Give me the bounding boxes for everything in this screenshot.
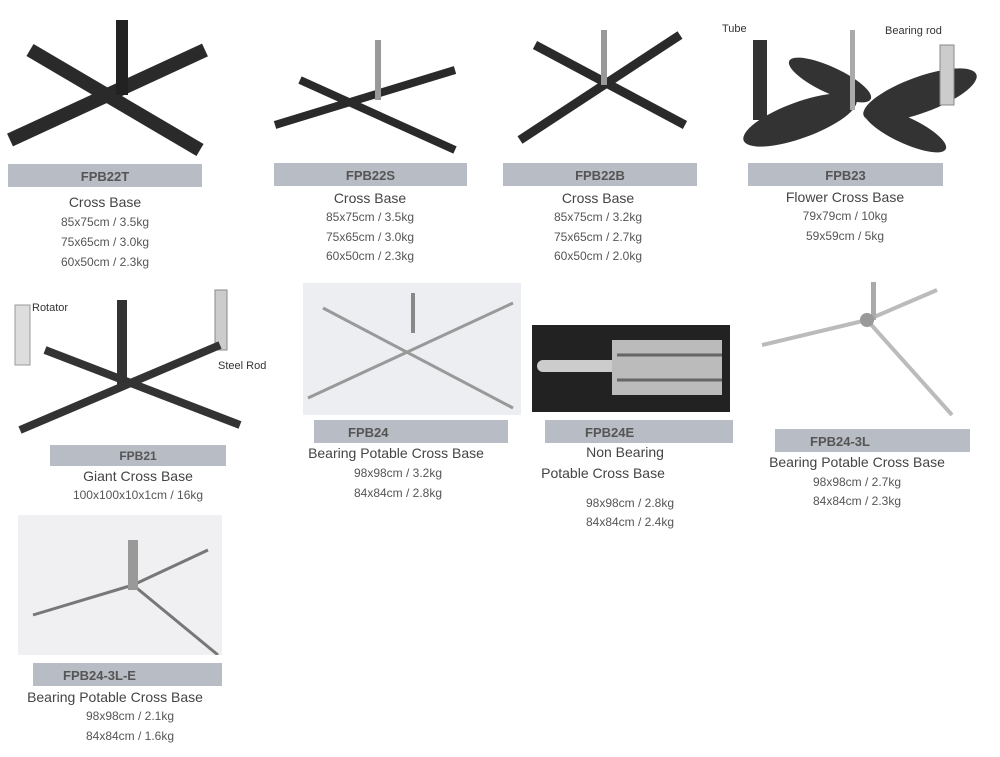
product-name: Bearing Potable Cross Base [27, 689, 203, 705]
product-spec: 84x84cm / 1.6kg [85, 729, 175, 743]
product-spec: 60x50cm / 2.3kg [325, 249, 415, 263]
bearing-rod-label: Bearing rod [885, 25, 942, 37]
product-spec: 75x65cm / 3.0kg [325, 230, 415, 244]
product-spec: 84x84cm / 2.4kg [585, 515, 675, 529]
product-spec: 60x50cm / 2.0kg [553, 249, 643, 263]
product-name: Flower Cross Base [785, 189, 905, 205]
product-spec: 98x98cm / 2.1kg [85, 709, 175, 723]
product-code: FPB21 [50, 445, 226, 466]
product-name: Non Bearing [586, 444, 664, 460]
product-name-line2: Potable Cross Base [541, 465, 665, 481]
cross-base-image [517, 30, 688, 144]
product-spec: 75x65cm / 3.0kg [60, 235, 150, 249]
product-code: FPB23 [748, 163, 943, 186]
product-spec: 84x84cm / 2.3kg [812, 494, 902, 508]
product-spec: 75x65cm / 2.7kg [553, 230, 643, 244]
product-name: Cross Base [68, 194, 142, 210]
product-code: FPB24-3L-E [33, 663, 222, 686]
product-spec: 60x50cm / 2.3kg [60, 255, 150, 269]
product-spec: 59x59cm / 5kg [805, 229, 885, 243]
three-leg-base-image [761, 282, 954, 417]
product-spec: 85x75cm / 3.2kg [553, 210, 643, 224]
rotator-label: Rotator [32, 302, 69, 314]
giant-cross-base-image [14, 289, 242, 434]
product-spec: 85x75cm / 3.5kg [60, 215, 150, 229]
non-bearing-cross-base-image [532, 325, 730, 412]
product-name: Giant Cross Base [83, 468, 193, 484]
steel-rod-label: Steel Rod [218, 360, 267, 372]
product-name: Cross Base [561, 190, 635, 206]
product-code: FPB22B [503, 163, 697, 186]
tube-label: Tube [722, 23, 747, 35]
product-code: FPB24-3L [775, 429, 970, 452]
product-code: FPB24E [545, 420, 733, 443]
product-name: Cross Base [333, 190, 407, 206]
three-leg-base-image [18, 515, 222, 655]
flower-cross-base-image [743, 30, 977, 153]
product-spec: 79x79cm / 10kg [802, 209, 888, 223]
product-spec: 98x98cm / 2.7kg [812, 475, 902, 489]
product-code: FPB24 [314, 420, 508, 443]
product-code: FPB22T [8, 164, 202, 187]
cross-base-image [273, 40, 457, 154]
product-spec: 100x100x10x1cm / 16kg [72, 488, 204, 502]
cross-base-image [7, 20, 208, 157]
product-name: Bearing Potable Cross Base [769, 454, 945, 470]
bearing-cross-base-image [303, 283, 521, 415]
product-spec: 85x75cm / 3.5kg [325, 210, 415, 224]
product-spec: 98x98cm / 3.2kg [353, 466, 443, 480]
product-spec: 98x98cm / 2.8kg [585, 496, 675, 510]
product-code: FPB22S [274, 163, 467, 186]
product-spec: 84x84cm / 2.8kg [353, 486, 443, 500]
product-name: Bearing Potable Cross Base [308, 445, 484, 461]
